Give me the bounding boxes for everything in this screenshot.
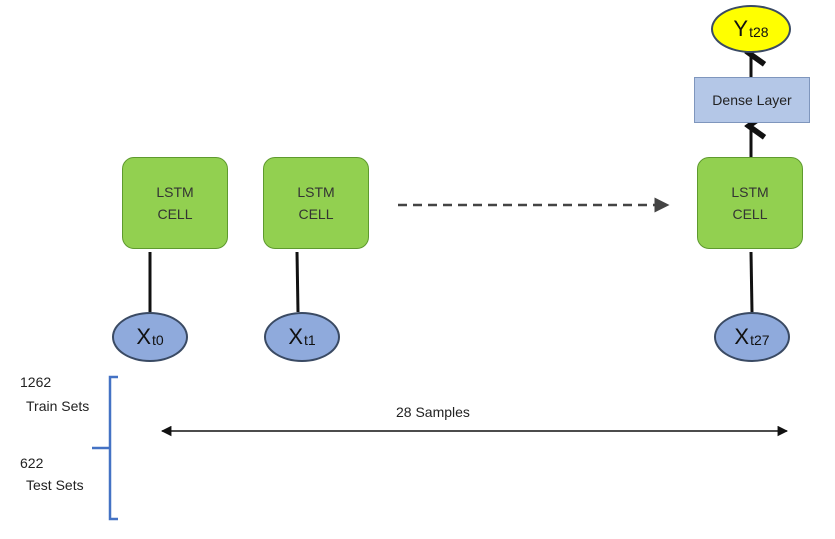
lstm-cell-label: CELL xyxy=(157,206,193,222)
dense-layer-label: Dense Layer xyxy=(712,92,792,108)
input-node-subscript: t0 xyxy=(152,332,164,348)
input-node-symbol: X xyxy=(288,324,303,349)
lstm-cell-label: LSTM xyxy=(731,184,769,200)
test-count: 622 xyxy=(20,455,44,471)
input-node-symbol: X xyxy=(734,324,750,349)
input-node-subscript: t1 xyxy=(304,332,316,348)
input-node-symbol: X xyxy=(136,324,151,349)
output-node-symbol: Y xyxy=(733,16,749,41)
train-count: 1262 xyxy=(20,374,52,390)
lstm-cell-t1: LSTM CELL xyxy=(263,157,369,249)
lstm-cell-t27: LSTM CELL xyxy=(697,157,803,249)
train-sets-label: Train Sets xyxy=(26,398,90,414)
test-sets-label: Test Sets xyxy=(26,477,84,493)
lstm-cell-label: CELL xyxy=(732,206,768,222)
lstm-cell-label: LSTM xyxy=(156,184,194,200)
connector-xt1-lstm1 xyxy=(295,251,300,313)
split-bracket xyxy=(92,375,118,521)
samples-label: 28 Samples xyxy=(396,404,470,420)
connector-xt27-lstm27 xyxy=(749,251,754,313)
lstm-cell-t0: LSTM CELL xyxy=(122,157,228,249)
lstm-cell-label: LSTM xyxy=(297,184,335,200)
lstm-cell-label: CELL xyxy=(298,206,334,222)
dense-layer-box: Dense Layer xyxy=(694,77,810,123)
output-node-subscript: t28 xyxy=(749,24,769,40)
input-node-subscript: t27 xyxy=(750,332,770,348)
